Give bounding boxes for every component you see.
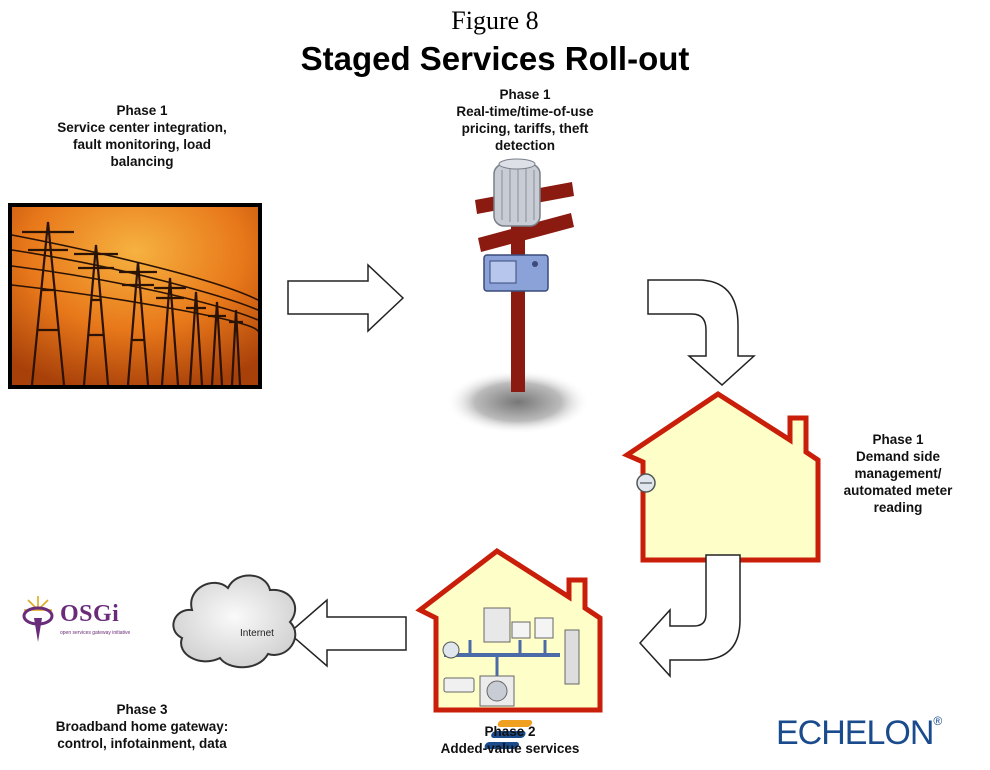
caption-phase: Phase 1	[872, 432, 924, 447]
meter-icon	[636, 473, 656, 493]
power-lines-photo	[8, 203, 262, 389]
caption-line: Added-value services	[440, 741, 580, 756]
meter-box-icon	[483, 254, 549, 292]
caption-phase1-pricing: Phase 1 Real-time/time-of-use pricing, t…	[405, 86, 645, 154]
caption-phase2: Phase 2 Added-value services	[400, 723, 620, 757]
registered-mark: ®	[933, 714, 942, 728]
house-1	[621, 391, 821, 563]
caption-phase: Phase 1	[116, 103, 168, 118]
echelon-wordmark: ECHELON	[776, 714, 934, 752]
figure-label: Figure 8	[451, 6, 539, 35]
caption-line: management/	[854, 466, 942, 481]
transformer-icon	[493, 158, 541, 227]
caption-line: Service center integration,	[57, 120, 227, 135]
caption-line: fault monitoring, load	[73, 137, 211, 152]
caption-phase: Phase 3	[116, 702, 168, 717]
arrow-left	[287, 598, 407, 668]
diagram-title: Staged Services Roll-out	[300, 40, 690, 77]
caption-line: automated meter	[843, 483, 953, 498]
arrow-right-1	[287, 263, 405, 333]
caption-phase: Phase 2	[484, 724, 536, 739]
caption-line: Broadband home gateway:	[55, 719, 229, 734]
internet-cloud-icon	[172, 574, 297, 669]
osgi-logo-text: OSGi	[60, 601, 120, 627]
echelon-mark-icon	[484, 720, 533, 749]
caption-phase1-demand-side: Phase 1 Demand side management/ automate…	[812, 431, 984, 516]
house-2	[415, 547, 603, 713]
osgi-tagline: open services gateway initiative	[60, 630, 131, 636]
caption-line: detection	[494, 138, 555, 153]
home-network-icon	[442, 607, 580, 707]
caption-phase3: Phase 3 Broadband home gateway: control,…	[22, 701, 262, 752]
arrow-curve-down-2	[638, 554, 741, 678]
caption-line: pricing, tariffs, theft	[461, 121, 589, 136]
arrow-curve-down-1	[647, 279, 756, 387]
caption-phase1-service-center: Phase 1 Service center integration, faul…	[22, 102, 262, 170]
caption-line: reading	[873, 500, 923, 515]
caption-line: Real-time/time-of-use	[456, 104, 594, 119]
caption-line: balancing	[110, 154, 174, 169]
caption-phase: Phase 1	[499, 87, 551, 102]
internet-label: Internet	[240, 628, 274, 639]
caption-line: Demand side	[855, 449, 941, 464]
echelon-logo-text: ECHELON®	[776, 714, 942, 753]
caption-line: control, infotainment, data	[57, 736, 227, 751]
osgi-logo	[22, 596, 54, 642]
utility-pole	[446, 158, 590, 434]
